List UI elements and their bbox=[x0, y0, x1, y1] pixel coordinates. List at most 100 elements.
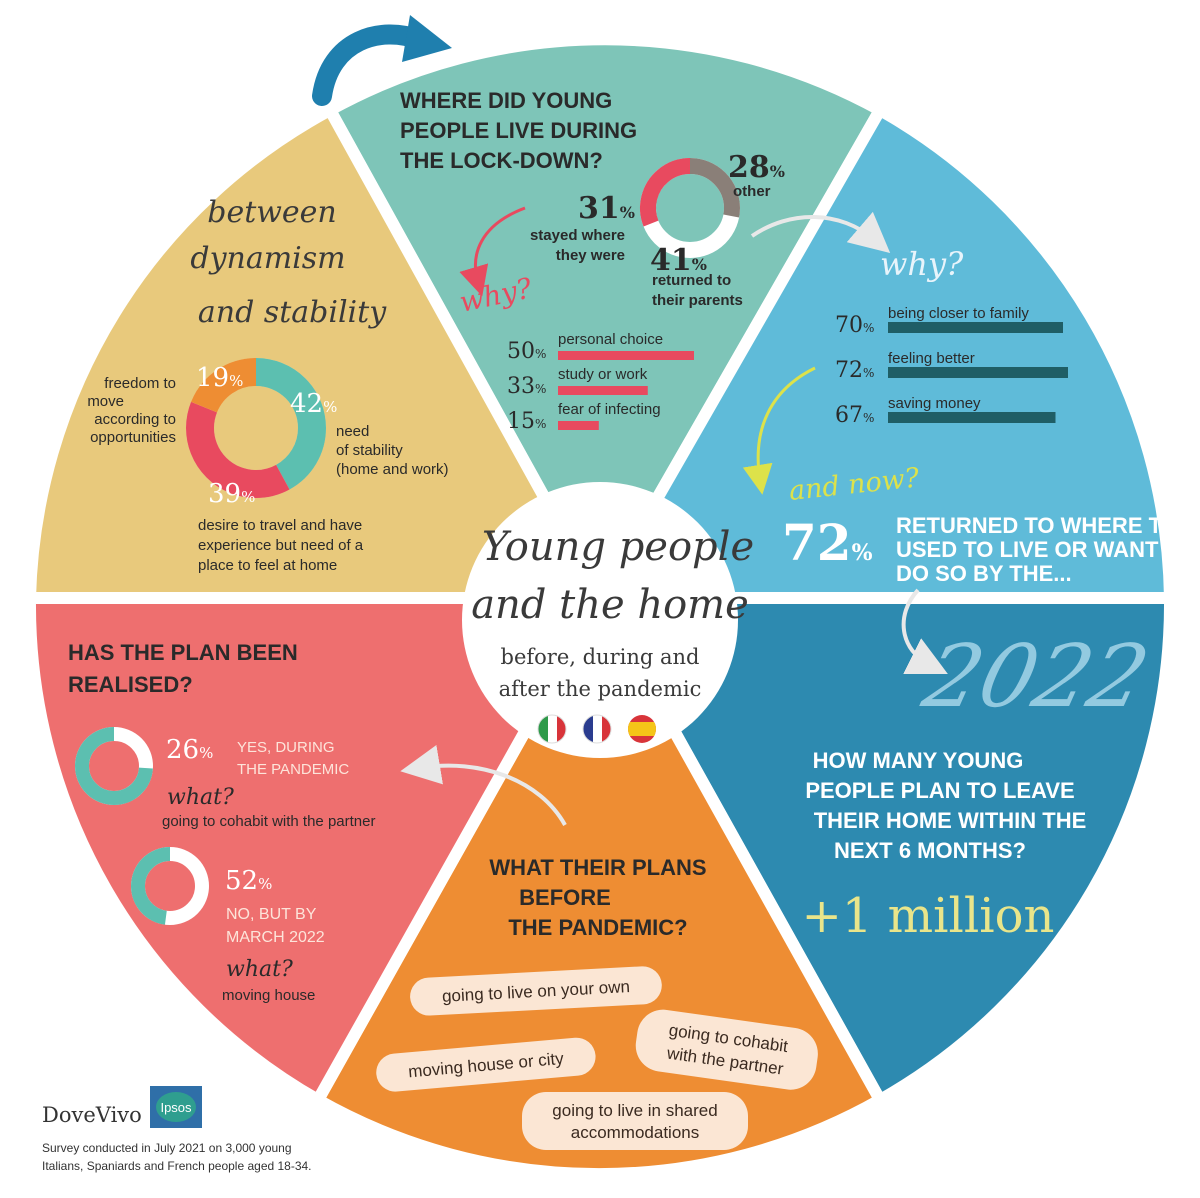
wedge-balance bbox=[24, 104, 606, 604]
donut-segment-freedom bbox=[186, 358, 326, 498]
plans-heading-2: BEFORE bbox=[519, 885, 611, 910]
donut-segment-other bbox=[640, 158, 740, 258]
swoosh-arrowhead-icon bbox=[402, 15, 452, 62]
footer: DoveVivo Ipsos Survey conducted in July … bbox=[42, 1086, 312, 1173]
lockdown-reason-label: personal choice bbox=[558, 331, 663, 348]
balance-title-2: dynamism bbox=[190, 241, 345, 276]
wedge-realised bbox=[23, 592, 606, 1106]
and-now-arrow-icon bbox=[742, 366, 816, 495]
balance-title-3: and stability bbox=[198, 295, 387, 330]
spain-flag-icon bbox=[628, 715, 656, 743]
lockdown-reason-value: 15% bbox=[507, 409, 546, 434]
balance-donut bbox=[186, 358, 326, 498]
lockdown-reason-label: fear of infecting bbox=[558, 401, 661, 418]
to-realised-arrow-icon bbox=[400, 744, 567, 826]
brand-logo: DoveVivo bbox=[42, 1103, 142, 1127]
returned-label-2: their parents bbox=[652, 292, 743, 309]
year-heading-4: NEXT 6 MONTHS? bbox=[834, 838, 1026, 863]
no-value: 52% bbox=[225, 866, 272, 896]
plans-heading-3: THE PANDEMIC? bbox=[508, 915, 687, 940]
returned-reason-value: 70% bbox=[835, 313, 874, 338]
france-flag-icon bbox=[582, 714, 612, 744]
plan-pill-shared: going to live in shared accommodations bbox=[522, 1092, 748, 1150]
center-subtitle-2: after the pandemic bbox=[499, 677, 702, 701]
lockdown-reason-value: 50% bbox=[507, 339, 546, 364]
center-title-2: and the home bbox=[471, 582, 749, 628]
yes-donut-icon bbox=[75, 727, 153, 805]
donut-segment-travel bbox=[186, 358, 326, 498]
now-text-3: DO SO BY THE... bbox=[896, 561, 1072, 586]
freedom-label-4: opportunities bbox=[90, 429, 176, 446]
yes-what: what? bbox=[167, 785, 234, 810]
lockdown-heading-3: THE LOCK-DOWN? bbox=[400, 148, 603, 173]
yes-value: 26% bbox=[166, 735, 213, 765]
year-section: 2022 HOW MANY YOUNG PEOPLE PLAN TO LEAVE… bbox=[802, 626, 1159, 944]
no-donut-icon bbox=[131, 847, 209, 925]
returned-value: 41% bbox=[650, 243, 707, 278]
returned-why-title: why? bbox=[880, 245, 964, 283]
returned-reason-bar bbox=[888, 412, 1056, 423]
survey-note-1: Survey conducted in July 2021 on 3,000 y… bbox=[42, 1141, 292, 1155]
returned-reason-label: feeling better bbox=[888, 350, 975, 367]
balance-section: between dynamism and stability 19% freed… bbox=[87, 195, 448, 574]
stayed-label-1: stayed where bbox=[530, 227, 625, 244]
travel-label-1: desire to travel and have bbox=[198, 517, 362, 534]
no-label-2: MARCH 2022 bbox=[226, 929, 325, 946]
freedom-value: 19% bbox=[196, 363, 243, 393]
lockdown-heading-2: PEOPLE LIVE DURING bbox=[400, 118, 637, 143]
now-text-1: RETURNED TO WHERE THEY bbox=[896, 513, 1200, 538]
wedge-year bbox=[594, 592, 1177, 1106]
year-text: 2022 bbox=[913, 626, 1158, 726]
freedom-label-2: move bbox=[87, 393, 124, 410]
italy-flag-icon bbox=[537, 714, 567, 744]
center-title-1: Young people bbox=[482, 524, 754, 570]
realised-heading-1: HAS THE PLAN BEEN bbox=[68, 640, 298, 665]
year-heading-1: HOW MANY YOUNG bbox=[813, 748, 1024, 773]
lockdown-reason-bar bbox=[558, 421, 599, 430]
realised-section: HAS THE PLAN BEEN REALISED? 26% YES, DUR… bbox=[68, 640, 375, 1004]
stayed-label-2: they were bbox=[556, 247, 625, 264]
returned-reason-value: 67% bbox=[835, 403, 874, 428]
lockdown-reason-value: 33% bbox=[507, 374, 546, 399]
returned-label-1: returned to bbox=[652, 272, 731, 289]
other-label: other bbox=[733, 183, 771, 200]
returned-reason-bar bbox=[888, 367, 1068, 378]
lockdown-reason-label: study or work bbox=[558, 366, 648, 383]
lockdown-reason-bar bbox=[558, 386, 648, 395]
now-text-2: USED TO LIVE OR WANT TO bbox=[896, 537, 1195, 562]
balance-title-1: between bbox=[207, 195, 337, 230]
year-heading-2: PEOPLE PLAN TO LEAVE bbox=[805, 778, 1074, 803]
stability-label-2: of stability bbox=[336, 442, 403, 459]
other-value: 28% bbox=[728, 150, 785, 185]
ipsos-logo-text: Ipsos bbox=[160, 1100, 192, 1115]
donut-segment-stayed bbox=[640, 158, 740, 258]
now-value: 72% bbox=[782, 513, 873, 572]
plan-pill-cohabit: going to cohabit with the partner bbox=[635, 1009, 818, 1090]
to-year-arrow-icon bbox=[901, 588, 948, 674]
stability-label-3: (home and work) bbox=[336, 461, 449, 478]
year-big-value: +1 million bbox=[802, 888, 1055, 944]
plan-pill-own: going to live on your own bbox=[410, 966, 662, 1016]
center-subtitle-1: before, during and bbox=[501, 645, 700, 669]
travel-label-3: place to feel at home bbox=[198, 557, 337, 574]
wedges bbox=[23, 33, 1177, 1181]
center-hub: Young people and the home before, during… bbox=[462, 482, 754, 758]
no-label-1: NO, BUT BY bbox=[226, 906, 317, 923]
swoosh-arrow-icon bbox=[312, 24, 430, 106]
lockdown-reason-bar bbox=[558, 351, 694, 360]
svg-text:going to live in shared: going to live in shared bbox=[552, 1101, 717, 1120]
why-arrow-icon bbox=[459, 206, 526, 297]
returned-reason-value: 72% bbox=[835, 358, 874, 383]
stability-value: 42% bbox=[290, 389, 337, 419]
realised-heading-2: REALISED? bbox=[68, 672, 193, 697]
wedge-lockdown bbox=[324, 33, 886, 604]
yes-label-1: YES, DURING bbox=[237, 739, 335, 756]
travel-value: 39% bbox=[208, 479, 255, 509]
no-detail: moving house bbox=[222, 987, 315, 1004]
lockdown-reasons: 50% personal choice 33% study or work 15% fea… bbox=[507, 331, 694, 434]
svg-text:accommodations: accommodations bbox=[571, 1123, 700, 1142]
yes-label-2: THE PANDEMIC bbox=[237, 761, 349, 778]
year-heading-3: THEIR HOME WITHIN THE bbox=[814, 808, 1087, 833]
